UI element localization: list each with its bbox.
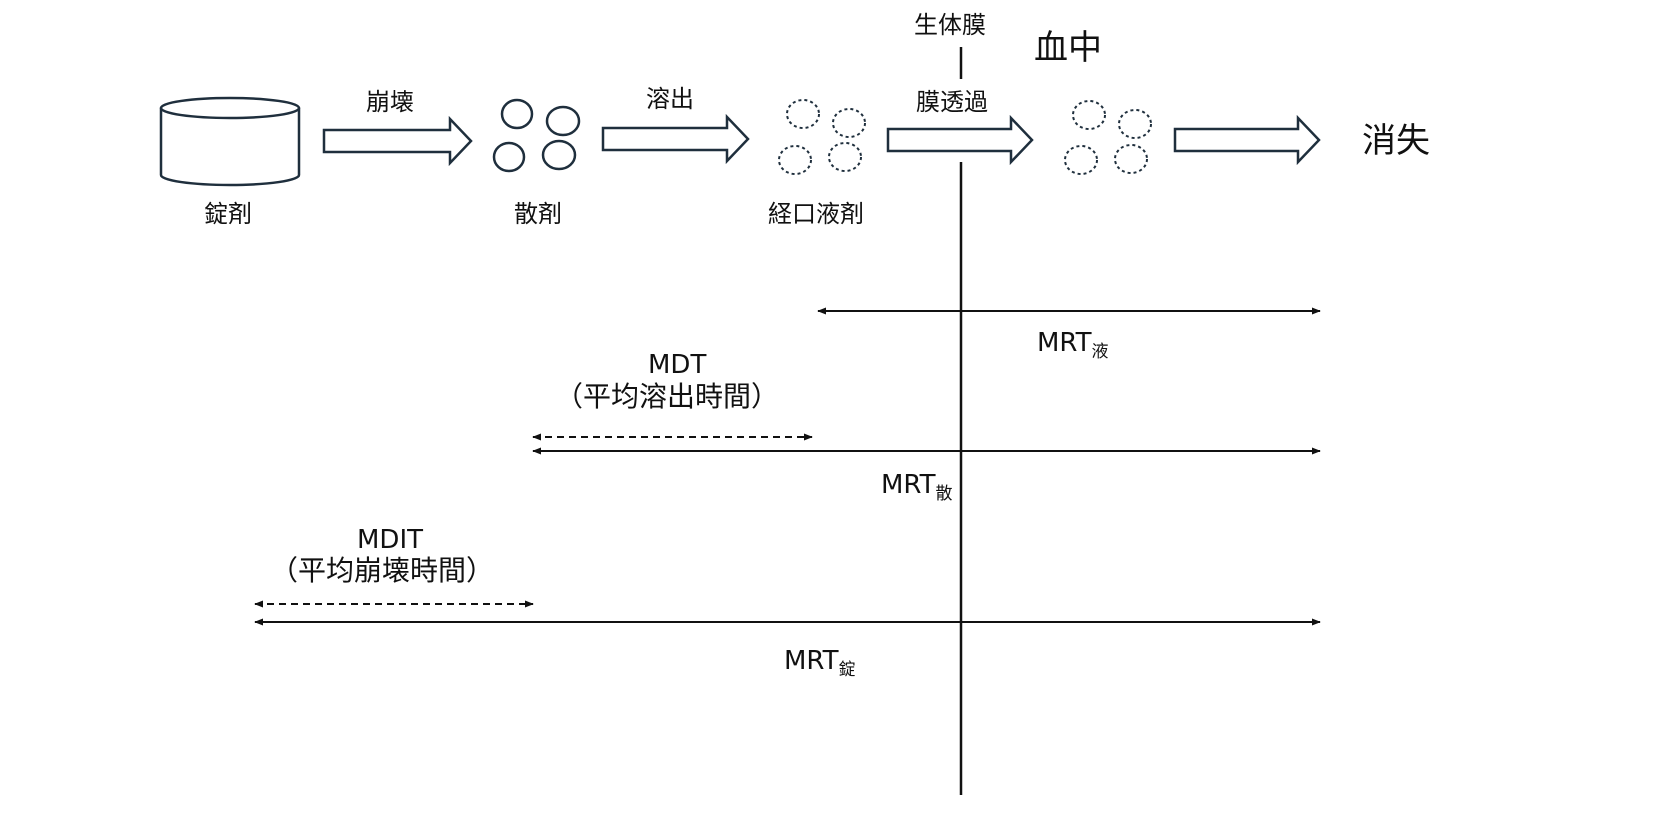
- process-label-dissolution: 溶出: [646, 85, 694, 113]
- blood-label: 血中: [1034, 28, 1102, 68]
- block-arrow-membrane: [886, 114, 1034, 166]
- membrane-label: 生体膜: [914, 11, 986, 39]
- block-arrow-disintegration: [322, 115, 473, 167]
- mdt-title: MDT: [648, 350, 707, 380]
- mdit-subtitle: （平均崩壊時間）: [270, 554, 495, 587]
- block-arrow-elimination: [1173, 114, 1321, 166]
- process-label-membrane-permeation: 膜透過: [916, 88, 988, 116]
- blood-particles-icon: [1064, 100, 1152, 175]
- mrt-solution-sub: 液: [1091, 342, 1109, 362]
- mrt-powder-sub: 散: [935, 484, 953, 504]
- solution-particles-icon: [778, 99, 866, 175]
- powder-particles-icon: [492, 98, 581, 173]
- mrt-solution-main: MRT: [1037, 328, 1092, 358]
- mrt-tablet-main: MRT: [784, 646, 839, 676]
- process-label-disintegration: 崩壊: [366, 88, 414, 116]
- mrt-tablet-label: MRT錠: [784, 648, 856, 679]
- stage-label-powder: 散剤: [514, 200, 562, 228]
- stage-label-tablet: 錠剤: [204, 200, 252, 228]
- mrt-powder-label: MRT散: [881, 472, 953, 503]
- stage-label-oral-solution: 経口液剤: [768, 200, 864, 228]
- block-arrow-dissolution: [601, 113, 750, 165]
- mrt-powder-main: MRT: [881, 470, 936, 500]
- mdit-title: MDIT: [357, 525, 424, 555]
- tablet-cylinder-icon: [159, 96, 301, 187]
- stage-label-elimination: 消失: [1362, 121, 1430, 161]
- mrt-tablet-sub: 錠: [838, 660, 856, 680]
- mdt-subtitle: （平均溶出時間）: [555, 380, 780, 413]
- mrt-solution-label: MRT液: [1037, 330, 1109, 361]
